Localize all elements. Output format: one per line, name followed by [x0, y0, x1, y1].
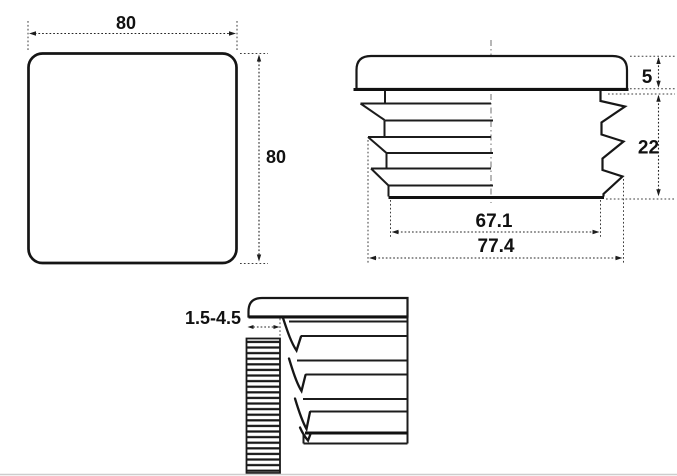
insert-depth-arrow-bottom	[656, 189, 661, 197]
detail-view: 1.5-4.5	[185, 296, 409, 474]
wall-thickness-arrow-left	[247, 325, 254, 329]
front-width-arrow-left	[29, 31, 36, 36]
detail-flange-outline	[247, 296, 409, 318]
front-height-arrow-top	[256, 54, 262, 62]
side-flange-outline	[355, 54, 629, 91]
detail-tube-wall-hatched	[245, 337, 281, 474]
side-right-teeth-profile	[599, 90, 628, 197]
flange-height-arrow-bottom	[656, 80, 661, 88]
front-width-label: 80	[116, 13, 136, 33]
insert-depth-arrow-top	[656, 94, 661, 102]
front-height-label: 80	[266, 147, 286, 167]
flange-height-arrow-top	[656, 57, 661, 64]
wall-thickness-label: 1.5-4.5	[185, 308, 241, 328]
flange-height-label: 5	[642, 67, 653, 88]
inner-width-arrow-left	[391, 229, 399, 235]
side-rib3-diagonal	[370, 167, 390, 187]
side-view: 5 22 67.1 77.4	[353, 40, 675, 263]
detail-claw-4	[298, 426, 312, 443]
front-height-arrow-bottom	[256, 254, 262, 262]
side-rib2-diagonal	[367, 136, 388, 154]
front-view: 80 80	[27, 13, 286, 265]
inner-width-label: 67.1	[476, 211, 513, 232]
outer-width-label: 77.4	[478, 236, 515, 257]
front-view-outline	[27, 52, 238, 265]
outer-width-arrow-right	[615, 255, 623, 261]
detail-claw-1	[281, 316, 303, 354]
outer-width-arrow-left	[369, 255, 376, 261]
wall-thickness-arrow-right	[273, 325, 280, 329]
insert-depth-label: 22	[638, 138, 659, 159]
detail-claw-2	[287, 357, 307, 394]
side-rib1-diagonal	[359, 102, 386, 121]
detail-claw-3	[293, 397, 312, 433]
inner-width-arrow-right	[592, 229, 600, 235]
front-width-arrow-right	[229, 31, 236, 36]
